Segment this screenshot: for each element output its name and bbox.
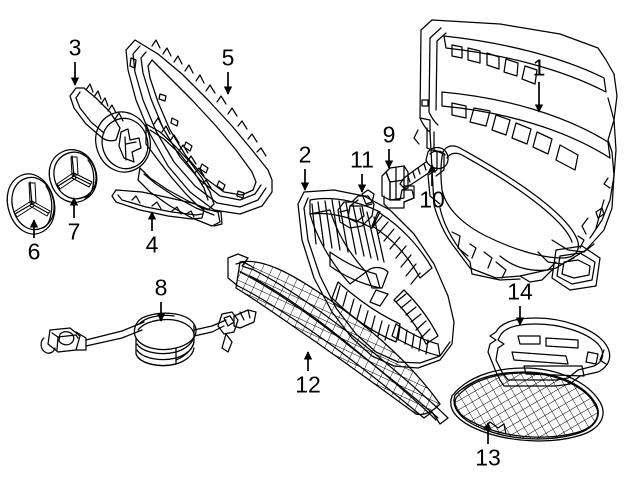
callout-label-2[interactable]: 2 — [298, 141, 312, 168]
callout-label-13[interactable]: 13 — [475, 444, 501, 471]
callout-label-3[interactable]: 3 — [68, 34, 82, 61]
callout-label-9[interactable]: 9 — [382, 121, 396, 148]
part-5-grille-surround-frame — [125, 39, 273, 215]
callout-label-11[interactable]: 11 — [350, 146, 374, 173]
part-9-retainer-clip-bracket — [381, 165, 415, 209]
part-11-push-in-clip — [337, 189, 375, 229]
part-6-star-emblem-large — [6, 173, 56, 235]
part-8-sensor-coiled-harness — [40, 309, 257, 367]
callout-label-6[interactable]: 6 — [27, 238, 41, 265]
callout-label-5[interactable]: 5 — [221, 44, 235, 71]
part-4-lower-trim-strip — [111, 189, 205, 220]
part-2-grille-louver-insert — [297, 189, 455, 369]
part-13-side-mesh-insert — [450, 367, 604, 442]
part-7-star-emblem-small — [48, 149, 98, 203]
callout-label-7[interactable]: 7 — [67, 218, 81, 245]
callout-label-14[interactable]: 14 — [507, 278, 533, 305]
callout-label-8[interactable]: 8 — [154, 274, 168, 301]
callout-label-1[interactable]: 1 — [532, 54, 546, 81]
part-3-upper-grille-trim — [69, 83, 223, 227]
callout-label-4[interactable]: 4 — [145, 231, 159, 258]
callout-label-12[interactable]: 12 — [295, 371, 321, 398]
part-1-grille-frame-support — [413, 19, 618, 291]
callout-label-10[interactable]: 10 — [419, 186, 445, 213]
